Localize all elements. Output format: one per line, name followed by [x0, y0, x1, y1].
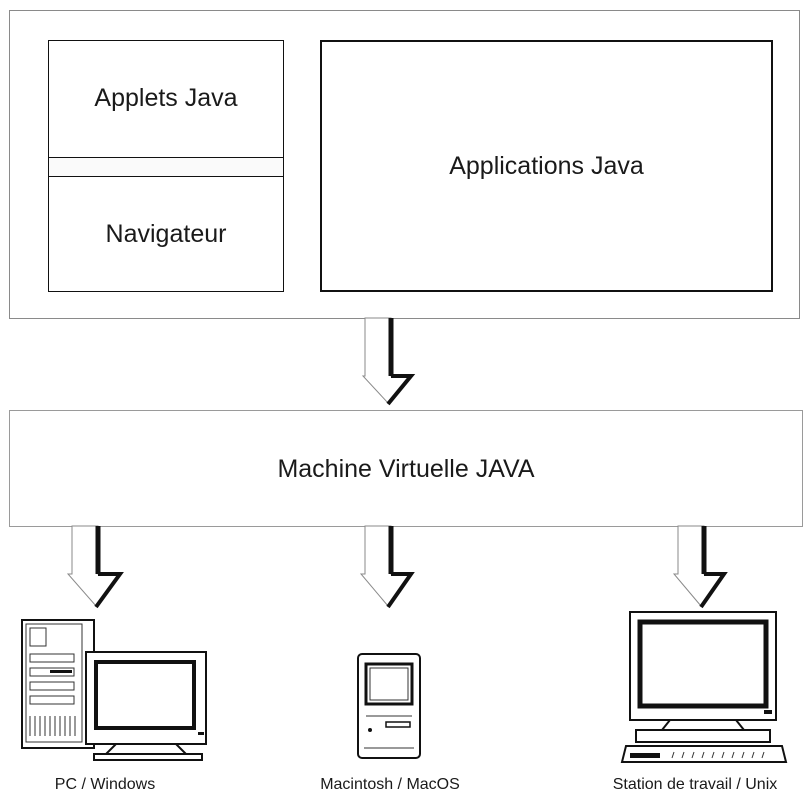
navigateur-label: Navigateur — [105, 220, 227, 248]
macintosh-macos-caption: Macintosh / MacOS — [320, 776, 460, 793]
workstation-computer-icon — [620, 611, 788, 763]
panel-divider — [49, 157, 283, 177]
arrow-down-icon — [359, 525, 415, 609]
applications-panel — [320, 40, 773, 292]
jvm-label: Machine Virtuelle JAVA — [277, 455, 535, 483]
pc-windows-caption: PC / Windows — [54, 776, 156, 793]
applets-java-label: Applets Java — [94, 84, 238, 112]
applications-java-label: Applications Java — [449, 152, 644, 180]
pc-tower-computer-icon — [21, 619, 207, 761]
workstation-unix-caption: Station de travail / Unix — [612, 776, 778, 793]
arrow-down-icon — [361, 317, 416, 406]
jvm-box — [9, 410, 803, 527]
arrow-down-icon — [672, 525, 728, 609]
arrow-down-icon — [66, 525, 124, 609]
macintosh-computer-icon — [357, 653, 421, 759]
